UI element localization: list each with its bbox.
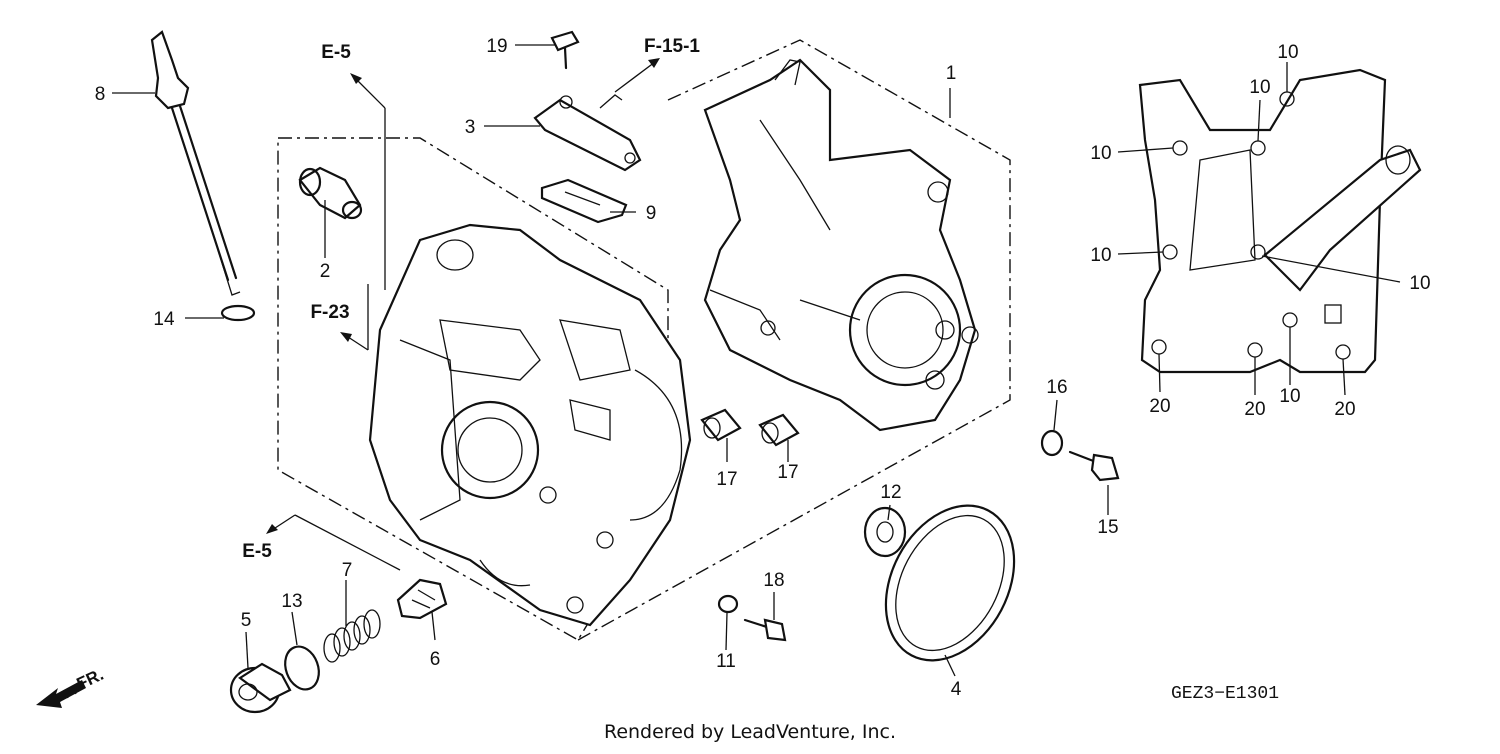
callout-1: 1 [946, 63, 957, 84]
callout-13: 13 [281, 591, 302, 612]
callout-10-f: 10 [1279, 386, 1300, 407]
crankcase-gasket [1138, 68, 1422, 374]
callout-20-c: 20 [1334, 399, 1355, 420]
washer-11 [717, 594, 739, 614]
callout-5: 5 [241, 610, 252, 631]
washer-16 [1040, 429, 1064, 457]
dowel-pins [700, 408, 800, 447]
breather-cover [533, 94, 642, 172]
bolt-18 [743, 618, 787, 642]
bolt-19 [550, 30, 580, 70]
assembly-outline-right [577, 39, 1011, 641]
leader-lines [112, 44, 1401, 677]
drawing-code: GEZ3−E1301 [1171, 684, 1279, 704]
callout-10-d: 10 [1090, 245, 1111, 266]
callout-20-a: 20 [1149, 396, 1170, 417]
callout-12: 12 [880, 482, 901, 503]
drain-plug [229, 662, 292, 714]
strainer-spring [323, 609, 381, 663]
callout-19: 19 [486, 36, 507, 57]
callout-6: 6 [430, 649, 441, 670]
o-ring-dipstick [220, 304, 256, 322]
ref-e-5-top: E-5 [321, 42, 351, 63]
callout-20-b: 20 [1244, 399, 1265, 420]
callout-3: 3 [465, 117, 476, 138]
crankcase-left [368, 223, 692, 627]
callout-8: 8 [95, 84, 106, 105]
callout-14: 14 [153, 309, 175, 330]
o-ring-drain [284, 645, 320, 691]
callout-10-b: 10 [1249, 77, 1270, 98]
callout-10-c: 10 [1090, 143, 1111, 164]
callout-16: 16 [1046, 377, 1067, 398]
oil-seal-ring [884, 504, 1016, 662]
callout-17-a: 17 [716, 469, 737, 490]
rubber-mount [298, 166, 363, 220]
credit-line: Rendered by LeadVenture, Inc. [604, 721, 896, 743]
ref-e-5-bottom: E-5 [242, 541, 272, 562]
callout-4: 4 [951, 679, 962, 700]
callout-10-e: 10 [1409, 273, 1430, 294]
ref-f-23: F-23 [310, 302, 349, 323]
callout-17-b: 17 [777, 462, 798, 483]
crankcase-right [703, 58, 979, 432]
callout-2: 2 [320, 261, 331, 282]
bolt-15 [1068, 450, 1120, 482]
callout-15: 15 [1097, 517, 1118, 538]
callout-10-a: 10 [1277, 42, 1298, 63]
ref-f-15-1: F-15-1 [644, 36, 700, 57]
callout-7: 7 [342, 560, 353, 581]
front-arrow-icon [36, 680, 86, 708]
breather-gasket [540, 178, 628, 224]
dipstick [150, 30, 241, 296]
bearing [863, 506, 907, 558]
callout-18: 18 [763, 570, 784, 591]
oil-strainer [396, 578, 448, 620]
callout-9: 9 [646, 203, 657, 224]
callout-11: 11 [716, 651, 736, 672]
